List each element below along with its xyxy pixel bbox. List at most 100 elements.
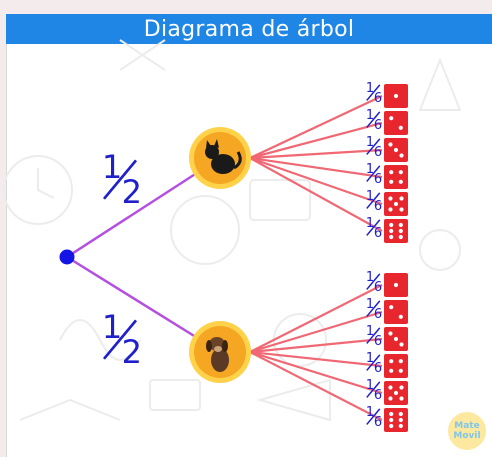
outcome-dice <box>384 84 408 432</box>
die-pip <box>398 417 403 423</box>
die-pip <box>389 234 394 240</box>
fraction-denominator: 6 <box>374 388 382 403</box>
fraction-slash <box>102 159 138 200</box>
fraction-slash <box>366 219 381 236</box>
fraction-denominator: 6 <box>374 199 382 214</box>
die-pip <box>399 342 404 347</box>
fraction-denominator: 6 <box>374 361 382 376</box>
die-face-3-icon <box>384 138 408 162</box>
fraction-denominator: 6 <box>374 334 382 349</box>
outcome-probability: 16 <box>366 135 382 160</box>
fraction-denominator: 6 <box>374 118 382 133</box>
branch-node-2-outcome-4 <box>249 350 383 368</box>
die-pip <box>393 147 399 153</box>
outcome-probability: 16 <box>366 81 382 106</box>
outcome-probability: 16 <box>366 297 382 322</box>
outcome-probability: 16 <box>366 189 382 214</box>
die-pip <box>388 207 393 212</box>
die-pip <box>393 201 399 207</box>
die-pip <box>399 396 404 401</box>
fraction-numerator: 1 <box>366 216 374 231</box>
root-dot-icon <box>59 249 75 265</box>
die-face-4-icon <box>384 165 408 189</box>
branch-probability-1: 12 <box>102 148 142 211</box>
fraction-slash <box>366 300 381 317</box>
fraction-numerator: 1 <box>366 324 374 339</box>
branch-node-1-outcome-4 <box>249 156 383 179</box>
outcome-probability: 16 <box>366 162 382 187</box>
logo-line-1: Mate <box>454 421 480 431</box>
outcome-probability: 16 <box>366 324 382 349</box>
die-body <box>384 219 408 243</box>
die-pip <box>399 385 404 390</box>
fraction-numerator: 1 <box>366 378 374 393</box>
fraction-numerator: 1 <box>366 135 374 150</box>
die-pip <box>389 228 394 234</box>
die-pip <box>388 196 393 201</box>
node-1 <box>189 127 251 189</box>
dog-icon <box>206 337 229 372</box>
die-face-2-icon <box>384 300 408 324</box>
fraction-slash <box>366 84 381 101</box>
fraction-slash <box>366 111 381 128</box>
branch-node-2-outcome-3 <box>249 337 383 354</box>
die-face-2-icon <box>384 111 408 135</box>
fraction-slash <box>366 273 381 290</box>
tree-nodes <box>59 127 251 383</box>
die-body <box>384 408 408 432</box>
fraction-slash <box>366 381 381 398</box>
die-pip <box>388 385 393 390</box>
die-pip <box>388 396 393 401</box>
diagram-canvas <box>6 14 492 457</box>
fraction-numerator: 1 <box>366 351 374 366</box>
fraction-numerator: 1 <box>366 297 374 312</box>
outcome-probability: 16 <box>366 378 382 403</box>
die-pip <box>389 417 394 423</box>
fraction-numerator: 1 <box>102 148 122 186</box>
diagram-title-bar: Diagrama de árbol <box>6 14 492 44</box>
fraction-slash <box>366 327 381 344</box>
fraction-denominator: 2 <box>122 173 142 211</box>
fraction-slash <box>366 354 381 371</box>
node-2 <box>189 321 251 383</box>
die-body <box>384 111 408 135</box>
die-pip <box>393 282 399 288</box>
fraction-numerator: 1 <box>366 270 374 285</box>
die-face-5-icon <box>384 381 408 405</box>
die-face-5-icon <box>384 192 408 216</box>
die-body <box>384 165 408 189</box>
die-pip <box>389 305 394 310</box>
die-pip <box>389 359 394 364</box>
die-pip <box>389 116 394 121</box>
branch-node-1-outcome-2 <box>249 121 383 160</box>
die-body <box>384 354 408 378</box>
die-pip <box>389 411 394 417</box>
fraction-denominator: 2 <box>122 333 142 371</box>
branch-probability-2: 12 <box>102 308 142 371</box>
fraction-numerator: 1 <box>366 162 374 177</box>
fraction-denominator: 6 <box>374 172 382 187</box>
fraction-denominator: 6 <box>374 145 382 160</box>
die-pip <box>398 125 403 130</box>
branch-node-2-outcome-2 <box>249 310 383 354</box>
die-pip <box>389 423 394 429</box>
fraction-denominator: 6 <box>374 91 382 106</box>
outcome-probability: 16 <box>366 405 382 430</box>
die-pip <box>398 228 403 234</box>
die-face-6-icon <box>384 408 408 432</box>
die-pip <box>398 314 403 319</box>
die-pip <box>399 207 404 212</box>
fraction-numerator: 1 <box>366 108 374 123</box>
die-face-4-icon <box>384 354 408 378</box>
die-pip <box>398 179 403 184</box>
die-pip <box>389 368 394 373</box>
fraction-slash <box>102 319 138 360</box>
branch-node-2-outcome-5 <box>249 350 383 395</box>
die-face-1-icon <box>384 84 408 108</box>
die-pip <box>388 331 393 336</box>
outcome-probability: 16 <box>366 108 382 133</box>
outcome-probability: 16 <box>366 216 382 241</box>
die-body <box>384 300 408 324</box>
fraction-slash <box>366 408 381 425</box>
